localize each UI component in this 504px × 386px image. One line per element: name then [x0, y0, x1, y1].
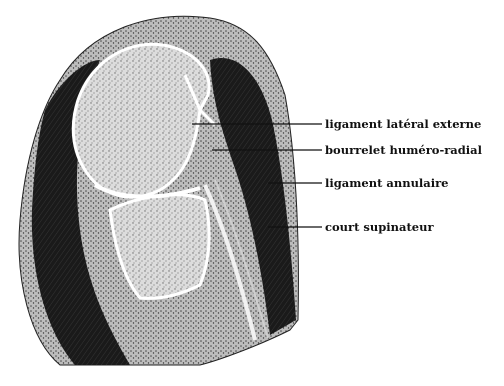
label-bourrelet-humero-radial: bourrelet huméro-radial	[325, 143, 483, 157]
label-ligament-lateral-externe: ligament latéral externe	[325, 117, 481, 131]
label-ligament-annulaire: ligament annulaire	[325, 176, 449, 190]
label-court-supinateur: court supinateur	[325, 220, 434, 234]
